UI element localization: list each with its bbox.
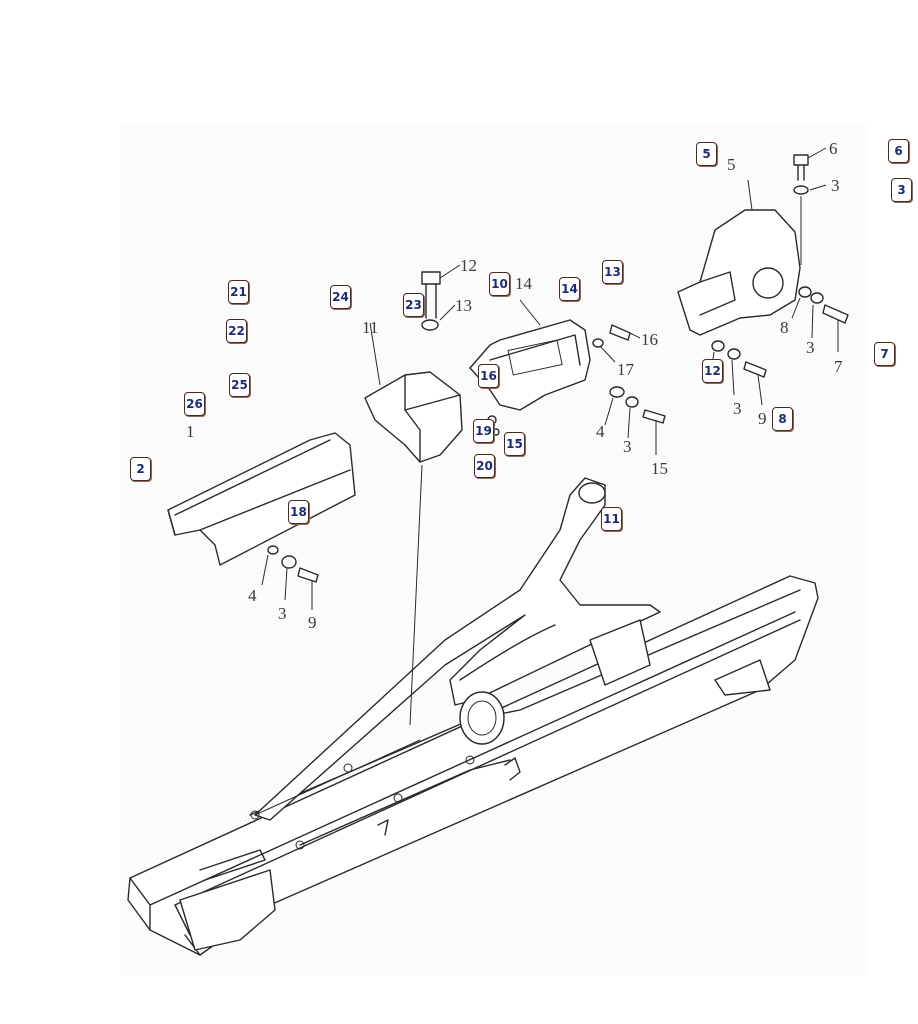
part-number-label: 3 xyxy=(623,437,632,456)
hotspot-21[interactable]: 21 xyxy=(228,280,249,304)
hotspot-11[interactable]: 11 xyxy=(601,507,622,531)
part-number-label: 17 xyxy=(617,360,635,379)
part-number-label: 12 xyxy=(460,256,477,275)
hardware-part-4-3-15 xyxy=(604,386,666,455)
hotspot-19[interactable]: 19 xyxy=(473,419,494,443)
leader-line xyxy=(409,464,423,726)
hardware-part-1 xyxy=(261,545,319,610)
part-number-label: 3 xyxy=(831,176,840,195)
hotspot-5[interactable]: 5 xyxy=(696,142,717,166)
part-number-label: 3 xyxy=(806,338,815,357)
part-number-label: 4 xyxy=(596,422,605,441)
part-number-label: 1 xyxy=(186,422,195,441)
part-number-label: 3 xyxy=(733,399,742,418)
part-number-label: 3 xyxy=(278,604,287,623)
hotspot-23[interactable]: 23 xyxy=(403,293,424,317)
leader-line xyxy=(254,739,421,816)
part-number-label: 16 xyxy=(641,330,658,349)
part-number-label: 5 xyxy=(727,155,736,174)
hotspot-20[interactable]: 20 xyxy=(474,454,495,478)
part-number-label: 13 xyxy=(455,296,472,315)
hotspot-12[interactable]: 12 xyxy=(702,359,723,383)
part-number-label: 14 xyxy=(515,274,533,293)
part-number-label: 7 xyxy=(834,357,843,376)
hardware-part-6-3 xyxy=(793,147,827,265)
bolt-part-12 xyxy=(421,264,461,331)
hardware-part-8-3-7 xyxy=(791,286,849,352)
part-number-label: 6 xyxy=(829,139,838,158)
part-number-label: 9 xyxy=(758,409,767,428)
hotspot-8[interactable]: 8 xyxy=(772,407,793,431)
hotspot-7[interactable]: 7 xyxy=(874,342,895,366)
hotspot-3[interactable]: 3 xyxy=(891,178,912,202)
hotspot-26[interactable]: 26 xyxy=(184,392,205,416)
hotspot-13[interactable]: 13 xyxy=(602,260,623,284)
hotspot-16[interactable]: 16 xyxy=(478,364,499,388)
hotspot-25[interactable]: 25 xyxy=(229,373,250,397)
hotspot-24[interactable]: 24 xyxy=(330,285,351,309)
hotspot-10[interactable]: 10 xyxy=(489,272,510,296)
cover-part-14 xyxy=(469,299,591,411)
hotspot-22[interactable]: 22 xyxy=(226,319,247,343)
part-number-label: 9 xyxy=(308,613,317,632)
track-frame xyxy=(127,477,819,956)
part-number-label: 15 xyxy=(651,459,668,478)
part-number-label: 11 xyxy=(362,318,378,337)
hotspot-2[interactable]: 2 xyxy=(130,457,151,481)
hotspot-6[interactable]: 6 xyxy=(888,139,909,163)
guard-part-5 xyxy=(677,179,801,336)
bracket-part-11 xyxy=(364,322,463,463)
hotspot-18[interactable]: 18 xyxy=(288,500,309,524)
cover-plate-1 xyxy=(167,432,356,566)
hotspot-14[interactable]: 14 xyxy=(559,277,580,301)
hotspot-15[interactable]: 15 xyxy=(504,432,525,456)
part-number-label: 4 xyxy=(248,586,257,605)
part-number-label: 8 xyxy=(780,318,789,337)
